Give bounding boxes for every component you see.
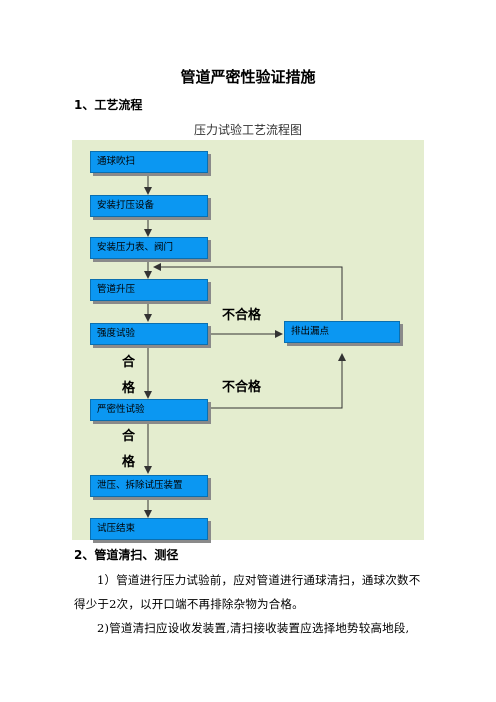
flow-step-depressurize: 泄压、拆除试压装置 [90, 475, 208, 497]
label-pass-strength: 合格 [122, 355, 136, 396]
paragraph-line: 2)管道清扫应设收发装置,清扫接收装置应选择地势较高地段, [97, 621, 410, 635]
arrow-tightness-fail [206, 353, 346, 409]
section-heading-process: 1、工艺流程 [74, 98, 143, 112]
flow-step-pressurize: 管道升压 [90, 279, 208, 301]
flowchart: 通球吹扫 安装打压设备 安装压力表、阀门 管道升压 强度试验 严密性试验 泄压、… [72, 140, 424, 540]
section-heading-cleaning: 2、管道清扫、测径 [74, 548, 179, 562]
label-fail-tightness: 不合格 [222, 380, 262, 395]
flow-step-install-gauge: 安装压力表、阀门 [90, 237, 208, 259]
flow-step-finish: 试压结束 [90, 518, 208, 540]
label-fail-strength: 不合格 [222, 308, 262, 323]
figure-caption: 压力试验工艺流程图 [193, 123, 302, 137]
page-title: 管道严密性验证措施 [180, 68, 316, 86]
flow-step-repair-leak: 排出漏点 [284, 321, 400, 343]
flow-step-install-pump: 安装打压设备 [90, 195, 208, 217]
paragraph-line: 得少于2次，以开口端不再排除杂物为合格。 [74, 597, 304, 611]
label-pass-tightness: 合格 [122, 429, 136, 470]
paragraph-line: 1）管道进行压力试验前，应对管道进行通球清扫，通球次数不 [97, 573, 421, 587]
flow-step-tightness-test: 严密性试验 [90, 399, 208, 421]
flowchart-connectors [144, 174, 346, 518]
flow-step-pigging: 通球吹扫 [90, 151, 208, 173]
flow-step-strength-test: 强度试验 [90, 323, 208, 345]
arrow-repair-return [153, 263, 343, 320]
